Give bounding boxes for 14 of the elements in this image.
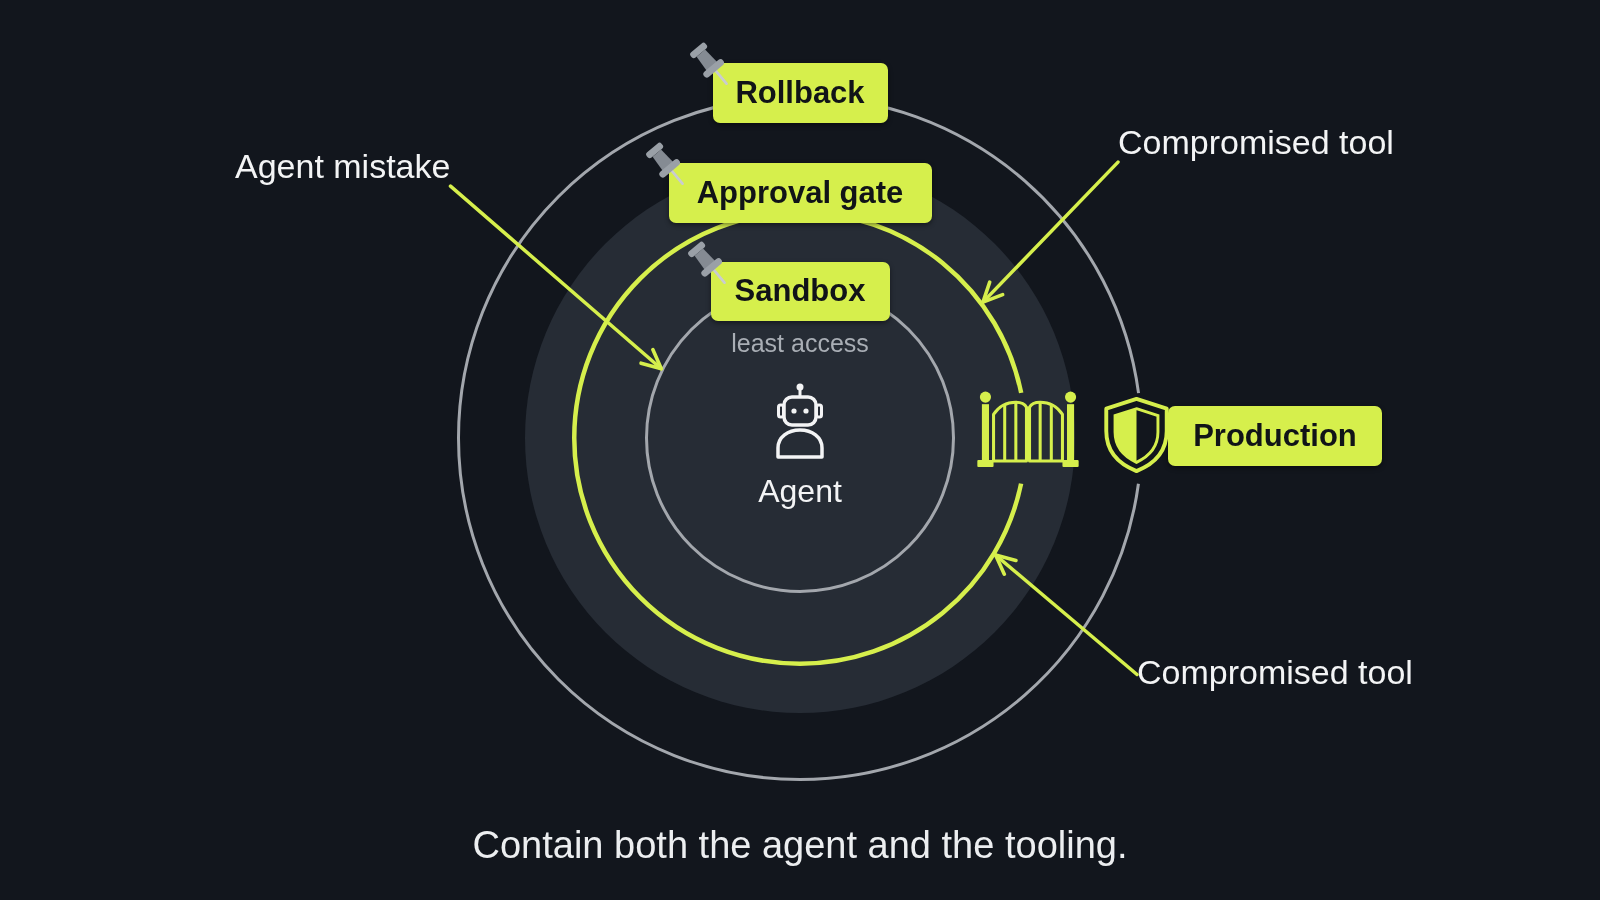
arrow [448, 184, 664, 371]
node-label: Agent [758, 472, 842, 510]
callout-text: Compromised tool [1118, 123, 1394, 163]
caption: Contain both the agent and the tooling. [472, 824, 1128, 868]
arrow [981, 160, 1120, 304]
callout-text: Compromised tool [1137, 653, 1413, 693]
subtitle-text: least access [731, 328, 869, 358]
zone-label: Sandbox [710, 262, 890, 321]
arrow [993, 553, 1139, 677]
zone-label: Production [1168, 406, 1382, 466]
callout-text: Agent mistake [235, 147, 451, 187]
zone-label: Rollback [712, 63, 888, 123]
zone-label: Approval gate [668, 163, 932, 223]
inner-ring [645, 240, 955, 593]
